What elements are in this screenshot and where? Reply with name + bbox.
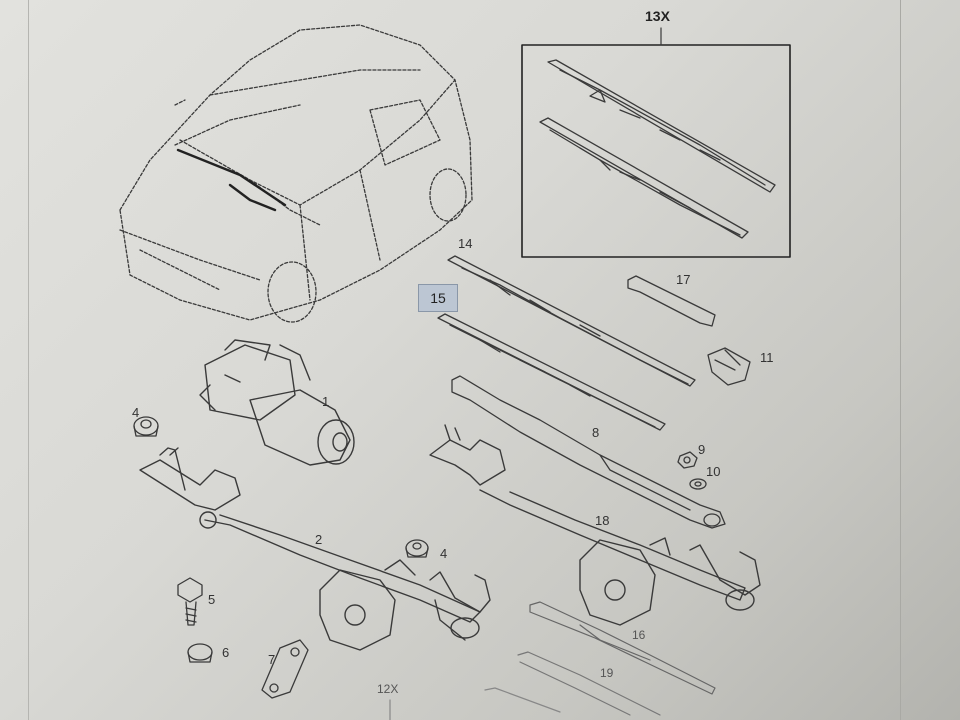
part-label-10[interactable]: 10 [706, 464, 721, 479]
part-8-wiper-arm [451, 375, 726, 529]
part-18-wiper-linkage [429, 424, 761, 626]
page-edge-line [28, 0, 29, 720]
inset-blade-upper [547, 59, 776, 193]
inset-frame [521, 44, 791, 258]
part-6-nut [187, 643, 213, 663]
bottom-label-12x: 12X [377, 682, 399, 696]
part-label-7[interactable]: 7 [268, 652, 276, 667]
part-label-4b[interactable]: 4 [440, 546, 448, 561]
part-1-wiper-motor [199, 339, 355, 466]
part-14-wiper-blade [447, 255, 696, 387]
part-label-11[interactable]: 11 [760, 350, 774, 365]
part-11-clip [707, 347, 751, 386]
part-label-16[interactable]: 16 [632, 628, 646, 642]
part-label-9[interactable]: 9 [698, 442, 706, 457]
part-label-4a[interactable]: 4 [132, 405, 140, 420]
part-4-grommet [133, 416, 159, 437]
highlighted-part-15[interactable]: 15 [418, 284, 458, 312]
part-17-strip [627, 275, 716, 327]
part-label-8[interactable]: 8 [592, 425, 600, 440]
inset-blade-lower [539, 117, 749, 239]
part-5-bolt [177, 577, 203, 626]
part-10-washer [689, 478, 707, 490]
part-label-18[interactable]: 18 [595, 513, 610, 528]
part-label-5[interactable]: 5 [208, 592, 216, 607]
part-19-wiper-arm [517, 651, 661, 716]
part-7-bracket [261, 639, 309, 699]
part-9-nut [677, 451, 698, 469]
inset-label-13x: 13X [645, 8, 670, 24]
part-15-wiper-blade [437, 313, 666, 431]
part-4-grommet-b [405, 539, 429, 558]
page-edge-line [900, 0, 901, 720]
part-12-blade-bottom [389, 687, 561, 720]
car-outline [119, 24, 473, 323]
part-label-6[interactable]: 6 [222, 645, 230, 660]
part-label-19[interactable]: 19 [600, 666, 614, 680]
part-label-2[interactable]: 2 [315, 532, 323, 547]
part-2-wiper-linkage [139, 447, 491, 651]
car-wiper-highlight [176, 148, 287, 212]
part-label-17[interactable]: 17 [676, 272, 691, 287]
part-16-wiper-arm [529, 601, 716, 695]
part-label-14[interactable]: 14 [458, 236, 473, 251]
part-label-1[interactable]: 1 [322, 394, 330, 409]
